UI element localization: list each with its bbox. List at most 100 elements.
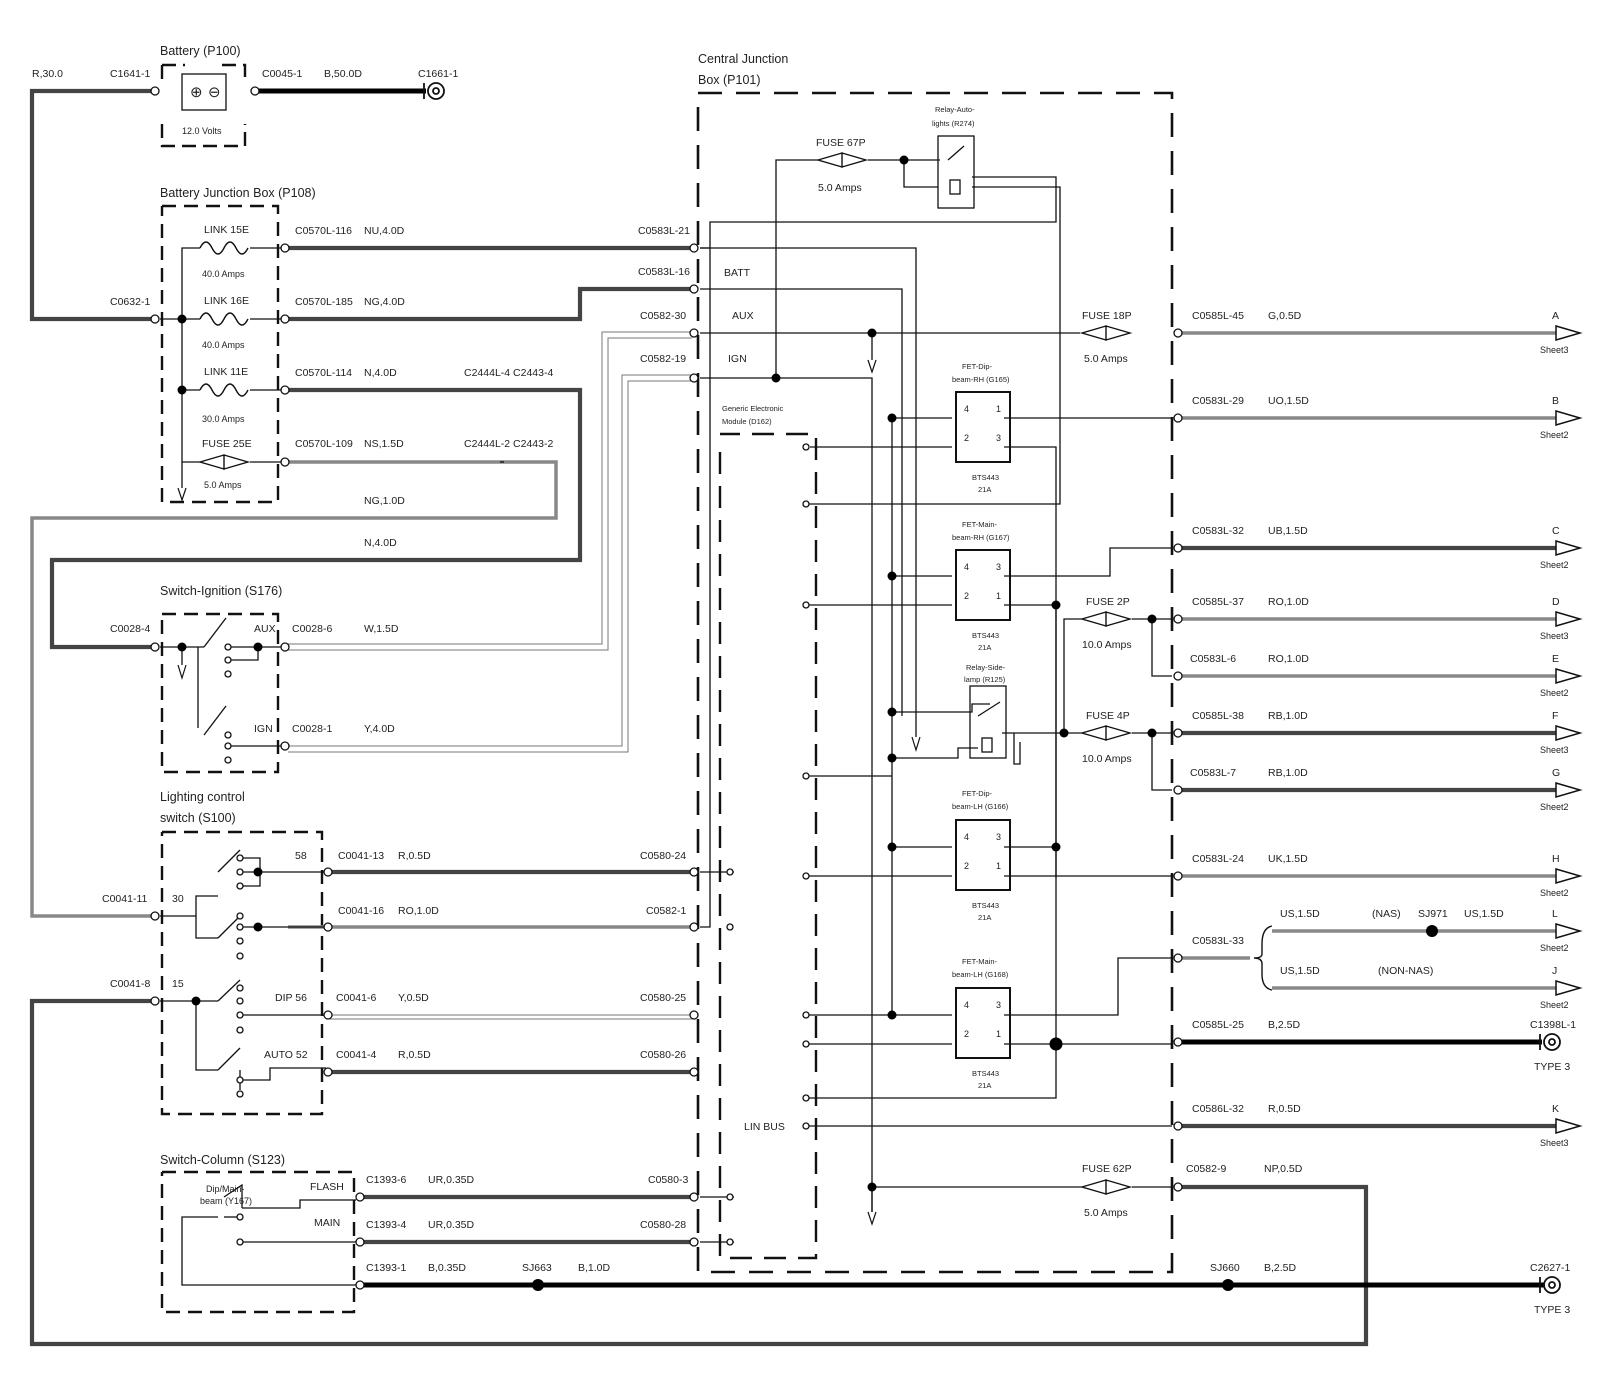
small-down-arrows <box>177 359 921 1226</box>
fet-pin: 4 <box>964 562 969 572</box>
wire-label: R,0.5D <box>398 850 431 862</box>
sheet-ref: Sheet2 <box>1540 943 1569 953</box>
non-nas-label: (NON-NAS) <box>1378 965 1433 977</box>
sheet-letter: B <box>1552 395 1559 407</box>
relay-autolights <box>937 135 975 209</box>
connector-label: C0582-9 <box>1186 1163 1226 1175</box>
sheet-letter: J <box>1552 965 1557 977</box>
sheet-ref: Sheet2 <box>1540 688 1569 698</box>
fet-title: beam-RH (G167) <box>952 533 1010 542</box>
battery-title: Battery (P100) <box>160 44 241 58</box>
fet-pin: 2 <box>964 591 969 601</box>
connector-label: C0583L-16 <box>638 266 690 278</box>
connector-label: C0585L-45 <box>1192 310 1244 322</box>
cjb-enclosure <box>696 91 1174 1274</box>
connector-label: C0045-1 <box>262 68 302 80</box>
sheet-letter: E <box>1552 653 1559 665</box>
relay-sidelamp <box>969 685 1007 759</box>
fet-pin: 2 <box>964 433 969 443</box>
sheet-ref: Sheet3 <box>1540 1138 1569 1148</box>
fuse-name: FUSE 62P <box>1082 1163 1132 1175</box>
fuse-rating: 10.0 Amps <box>1082 639 1132 651</box>
sheet-letter: A <box>1552 310 1559 322</box>
gem-title: Module (D162) <box>722 417 772 426</box>
wire-label: NP,0.5D <box>1264 1163 1303 1175</box>
sheet-ref: Sheet3 <box>1540 345 1569 355</box>
pin-label: 15 <box>172 978 184 990</box>
connector-label: C0586L-32 <box>1192 1103 1244 1115</box>
wire-label: N,4.0D <box>364 537 397 549</box>
ign-switch-enclosure <box>160 612 280 774</box>
fet-pin: 1 <box>996 861 1001 871</box>
fuse-name: FUSE 67P <box>816 137 866 149</box>
wire-label: B,1.0D <box>578 1262 611 1274</box>
nas-label: (NAS) <box>1372 908 1401 920</box>
sheet-ref: Sheet2 <box>1540 430 1569 440</box>
fet-part: BTS443 <box>972 631 999 640</box>
fet-title: FET-Dip- <box>962 362 993 371</box>
column-switch-title: Switch-Column (S123) <box>160 1153 285 1167</box>
fuse-rating: 40.0 Amps <box>202 340 245 350</box>
gem-enclosure <box>718 432 818 1260</box>
fet-pin: 4 <box>964 832 969 842</box>
wire-label: B,2.5D <box>1264 1262 1297 1274</box>
fet-pin: 3 <box>996 562 1001 572</box>
sheet-letter: C <box>1552 525 1560 537</box>
pin-label: IGN <box>254 723 273 735</box>
sheet-letter: K <box>1552 1103 1559 1115</box>
ground-symbols <box>423 82 1561 1294</box>
wire-label: UR,0.35D <box>428 1174 475 1186</box>
wire-label: N,4.0D <box>364 367 397 379</box>
wire-label: UR,0.35D <box>428 1219 475 1231</box>
sheet-letter: F <box>1552 710 1558 722</box>
connector-label: C0580-28 <box>640 1219 686 1231</box>
fuse-rating: 40.0 Amps <box>202 269 245 279</box>
connector-label: C0583L-6 <box>1190 653 1236 665</box>
fuse-name: FUSE 25E <box>202 438 252 450</box>
wire-label: W,1.5D <box>364 623 399 635</box>
connector-label: C0041-4 <box>336 1049 376 1061</box>
wire-label: NG,4.0D <box>364 296 405 308</box>
connector-rings <box>150 86 1183 1290</box>
wire-label: B,50.0D <box>324 68 362 80</box>
grey-wires <box>30 331 1560 990</box>
connector-label: C0041-13 <box>338 850 384 862</box>
battery-enclosure <box>160 63 247 148</box>
wire-label: RB,1.0D <box>1268 767 1308 779</box>
relay-title: Relay-Side- <box>966 663 1006 672</box>
fet-pin: 3 <box>996 832 1001 842</box>
cjb-title: Central Junction <box>698 52 788 66</box>
fuse-name: LINK 15E <box>204 224 249 236</box>
pin-label: IGN <box>728 353 747 365</box>
column-switch-sub: Dip/Main- <box>206 1184 245 1194</box>
column-switch-enclosure <box>160 1170 356 1314</box>
pin-label: MAIN <box>314 1217 340 1229</box>
cjb-title: Box (P101) <box>698 73 761 87</box>
fuse-name: FUSE 2P <box>1086 596 1130 608</box>
gem-title: Generic Electronic <box>722 404 784 413</box>
fuse-rating: 5.0 Amps <box>818 182 862 194</box>
sheet-ref: Sheet2 <box>1540 560 1569 570</box>
sheet-letter: L <box>1552 908 1558 920</box>
wire-label: R,0.5D <box>398 1049 431 1061</box>
fuse-name: LINK 11E <box>204 366 248 378</box>
connector-label: C1393-4 <box>366 1219 406 1231</box>
double-wires <box>288 331 692 1020</box>
wire-label: US,1.5D <box>1280 908 1320 920</box>
connector-label: C2627-1 <box>1530 1262 1570 1274</box>
ign-switch-title: Switch-Ignition (S176) <box>160 584 282 598</box>
fet-pin: 1 <box>996 591 1001 601</box>
wire-label: NG,1.0D <box>364 495 405 507</box>
connector-label: C1398L-1 <box>1530 1019 1576 1031</box>
pin-label: DIP 56 <box>275 992 307 1004</box>
fet-amp: 21A <box>978 485 991 494</box>
connector-label: C0582-30 <box>640 310 686 322</box>
fet-pin: 4 <box>964 1000 969 1010</box>
fet-amp: 21A <box>978 643 991 652</box>
sheet-arrows <box>1555 325 1583 1134</box>
relay-title: lights (R274) <box>932 119 975 128</box>
relay-title: Relay-Auto- <box>935 105 975 114</box>
connector-label: C0583L-7 <box>1190 767 1236 779</box>
connector-label: C0041-11 <box>102 893 147 905</box>
connector-label: C0585L-38 <box>1192 710 1244 722</box>
